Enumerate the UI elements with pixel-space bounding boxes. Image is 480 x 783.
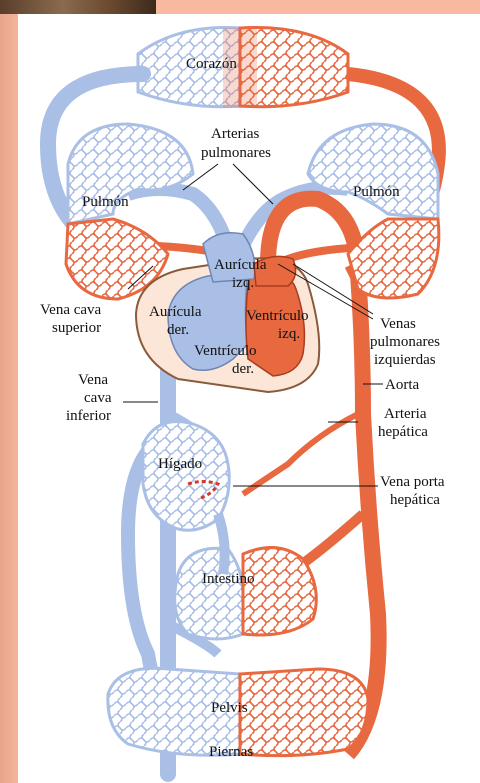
label-corazon: Corazón — [186, 56, 237, 72]
label-auricula-der-2: der. — [167, 322, 189, 338]
corner-photo-strip — [0, 0, 156, 14]
label-ventriculo-izq-1: Ventrículo — [246, 308, 308, 324]
label-venas-pulm-3: izquierdas — [374, 352, 436, 368]
left-decorative-strip — [0, 0, 18, 783]
diagram-canvas: Corazón Arterias pulmonares Pulmón Pulmó… — [18, 14, 480, 783]
label-pulmon-right: Pulmón — [353, 184, 400, 200]
label-auricula-izq-2: izq. — [232, 275, 254, 291]
label-pelvis: Pelvis — [211, 700, 248, 716]
label-auricula-izq-1: Aurícula — [214, 257, 267, 273]
circulation-diagram: Corazón Arterias pulmonares Pulmón Pulmó… — [18, 14, 480, 783]
heart-capillary-bed — [138, 28, 348, 108]
label-ventriculo-der-1: Ventrículo — [194, 343, 256, 359]
label-aorta: Aorta — [385, 377, 419, 393]
label-piernas: Piernas — [209, 744, 253, 760]
label-higado: Hígado — [158, 456, 202, 472]
label-pulmon-left: Pulmón — [82, 194, 129, 210]
label-vena-cava-inf-3: inferior — [66, 408, 111, 424]
label-pulmonares: pulmonares — [201, 145, 271, 161]
label-ventriculo-izq-2: izq. — [278, 326, 300, 342]
label-auricula-der-1: Aurícula — [149, 304, 202, 320]
liver — [143, 422, 229, 531]
label-vena-cava-inf-1: Vena — [78, 372, 108, 388]
label-intestino: Intestino — [202, 571, 255, 587]
label-venas-pulm-1: Venas — [380, 316, 416, 332]
label-vena-cava-inf-2: cava — [84, 390, 112, 406]
label-vena-porta-1: Vena porta — [380, 474, 445, 490]
label-vena-porta-2: hepática — [390, 492, 440, 508]
label-vena-cava-sup-2: superior — [52, 320, 101, 336]
label-ventriculo-der-2: der. — [232, 361, 254, 377]
label-arteria-hep-1: Arteria — [384, 406, 427, 422]
label-arterias: Arterias — [211, 126, 259, 142]
label-arteria-hep-2: hepática — [378, 424, 428, 440]
label-venas-pulm-2: pulmonares — [370, 334, 440, 350]
label-vena-cava-sup-1: Vena cava — [40, 302, 102, 318]
